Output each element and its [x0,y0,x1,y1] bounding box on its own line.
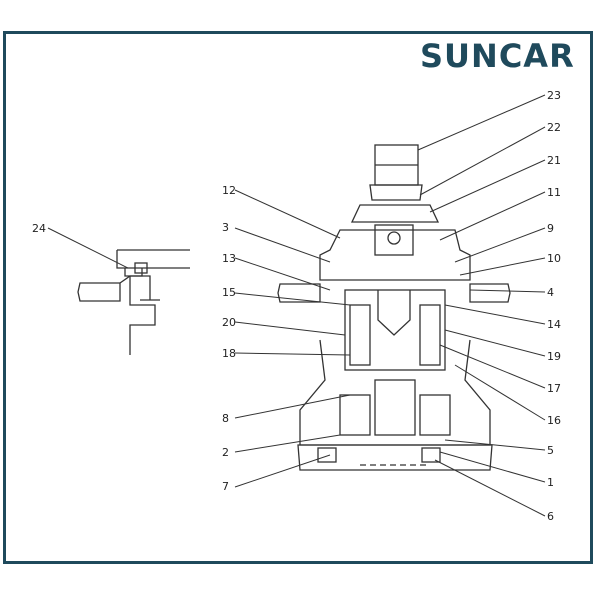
part-label-2: 2 [222,446,229,459]
pump-main-body [277,144,511,471]
part-label-12: 12 [222,184,236,197]
part-label-7: 7 [222,480,229,493]
part-label-11: 11 [547,186,561,199]
part-label-4: 4 [547,286,554,299]
part-label-15: 15 [222,286,236,299]
part-label-13: 13 [222,252,236,265]
part-label-21: 21 [547,154,561,167]
part-label-23: 23 [547,89,561,102]
brand-name: SUNCAR [420,37,575,75]
part-label-16: 16 [547,414,561,427]
part-label-18: 18 [222,347,236,360]
part-label-20: 20 [222,316,236,329]
part-labels: 24 12 3 13 15 20 18 8 2 7 23 22 21 11 9 … [32,89,561,523]
part-label-22: 22 [547,121,561,134]
part-label-9: 9 [547,222,554,235]
diagram-frame [3,31,593,564]
leader-lines [47,94,546,517]
part-label-3: 3 [222,221,229,234]
part-label-5: 5 [547,444,554,457]
part-label-6: 6 [547,510,554,523]
detail-view-24 [77,249,190,355]
part-label-14: 14 [547,318,561,331]
part-label-10: 10 [547,252,561,265]
part-label-17: 17 [547,382,561,395]
suncar-logo: SUNCAR [420,34,592,78]
part-label-1: 1 [547,476,554,489]
part-label-19: 19 [547,350,561,363]
part-label-24: 24 [32,222,46,235]
part-label-8: 8 [222,412,229,425]
